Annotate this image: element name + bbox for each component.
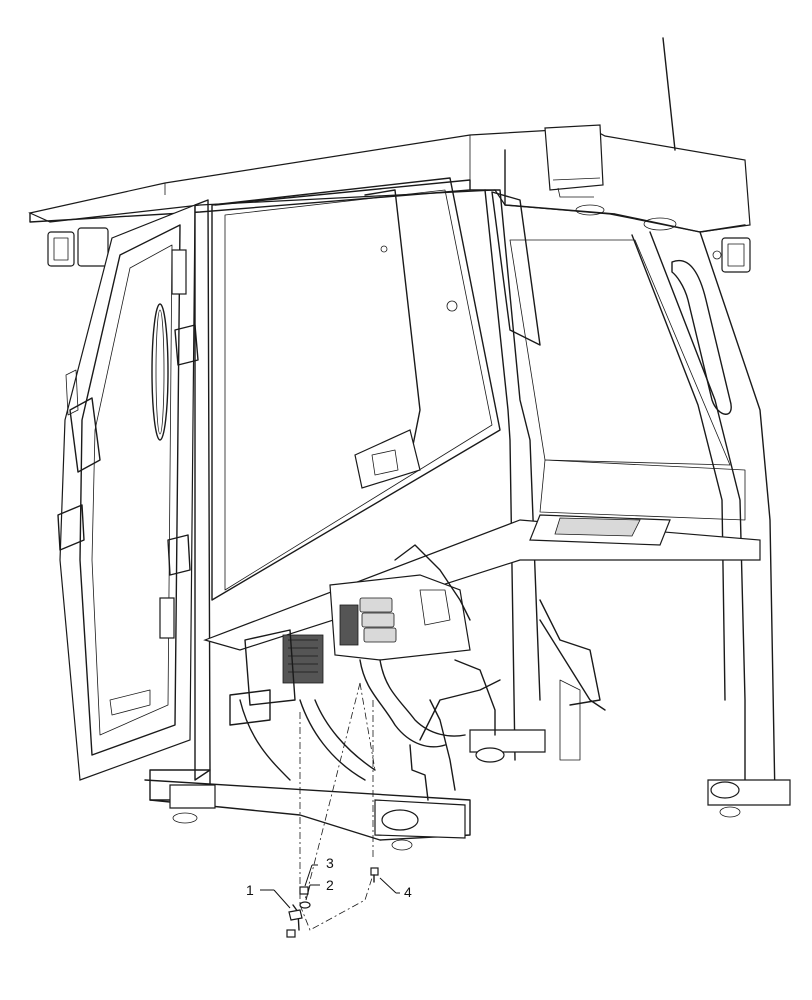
- callout-2: 2: [305, 877, 334, 901]
- bolt-part-4: [370, 867, 379, 883]
- callout-4: 4: [379, 877, 412, 900]
- wire-harness: [239, 659, 501, 801]
- right-work-light: [712, 237, 751, 273]
- cab-door: [57, 204, 199, 781]
- callout-4-label: 4: [404, 884, 412, 900]
- callout-1: 1: [246, 882, 291, 909]
- cab-frame: [194, 179, 776, 801]
- cab-windows: [211, 177, 731, 601]
- bracket-part-1: [286, 904, 303, 938]
- antenna: [662, 37, 676, 151]
- cab-roof: [28, 124, 751, 233]
- nut-part-3: [299, 886, 309, 895]
- electrical-panel: [229, 544, 471, 726]
- rear-vent: [529, 459, 746, 761]
- washer-part-2: [299, 901, 311, 909]
- grab-handles: [671, 259, 732, 415]
- callout-1-label: 1: [246, 882, 254, 898]
- left-work-light: [47, 227, 109, 267]
- callout-3-label: 3: [326, 855, 334, 871]
- cab-floor: [144, 519, 791, 851]
- callout-2-label: 2: [326, 877, 334, 893]
- callout-3: 3: [304, 855, 334, 887]
- construction-lines: [299, 682, 376, 931]
